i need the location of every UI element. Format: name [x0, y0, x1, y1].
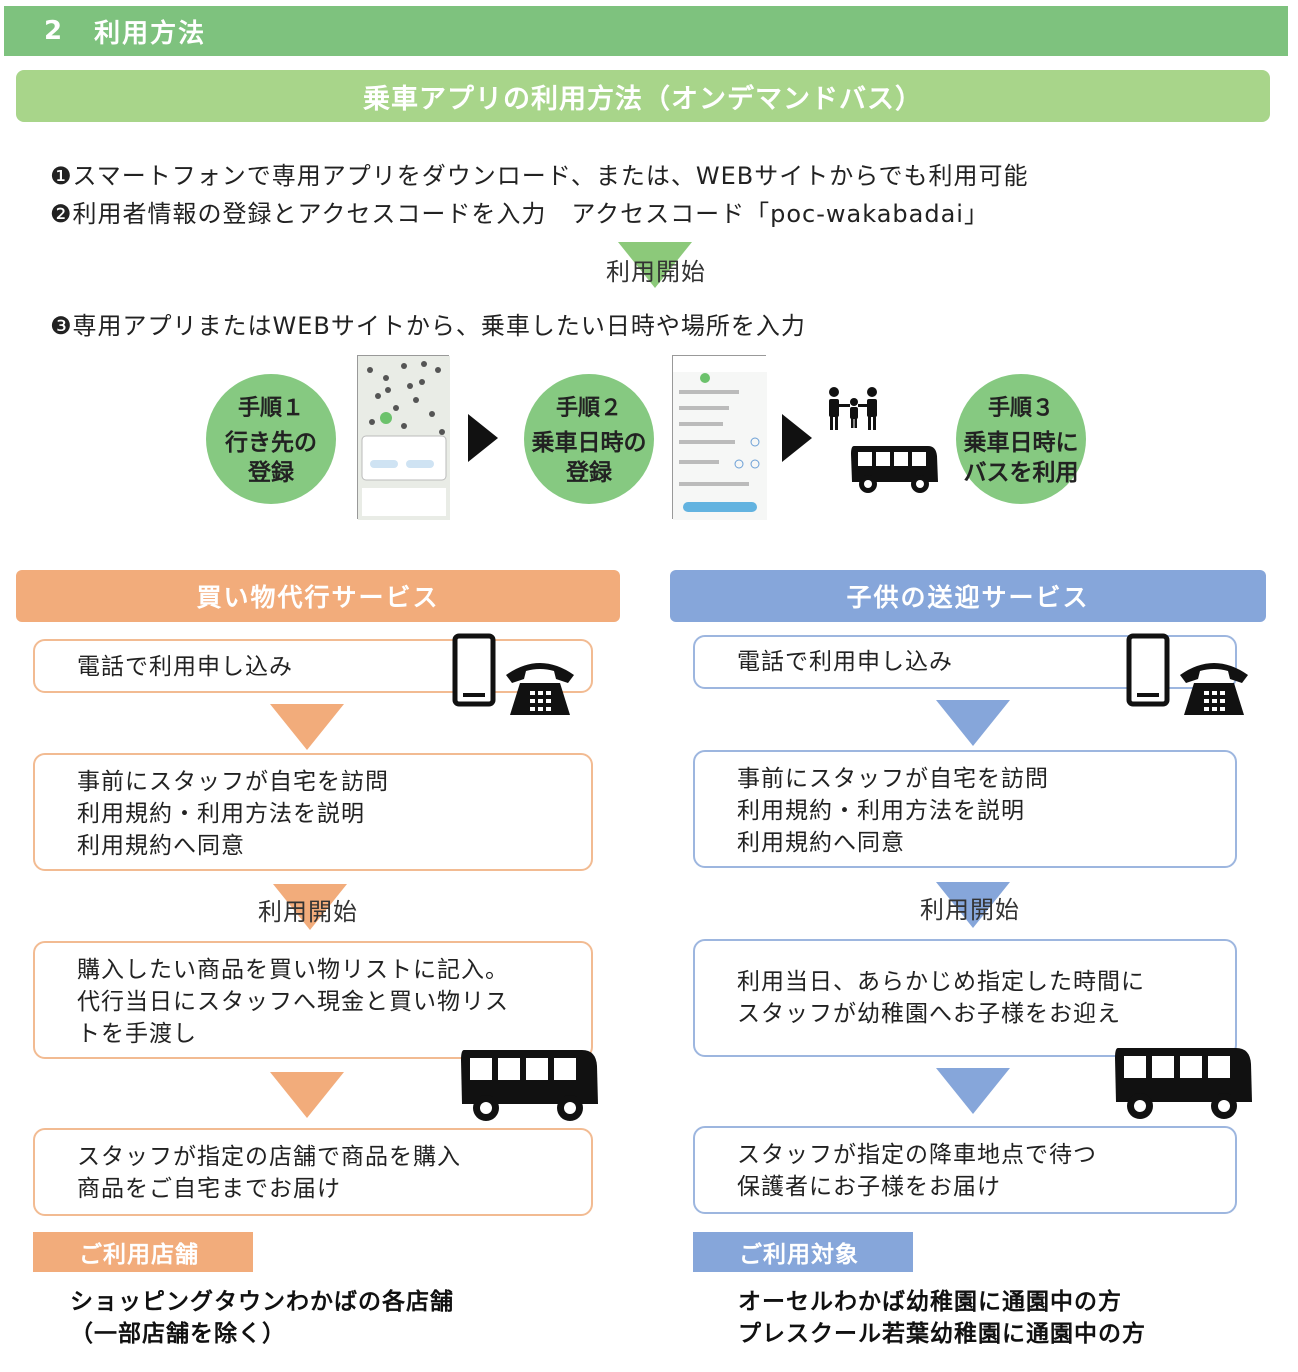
arrow-down-icon	[936, 882, 1010, 928]
arrow-right-icon	[468, 414, 498, 462]
bus-icon	[461, 1050, 598, 1121]
arrow-down-icon	[273, 884, 347, 930]
arrow-down-icon	[270, 704, 344, 750]
shopping-target-line-1: ショッピングタウンわかばの各店舗	[70, 1289, 454, 1315]
children-target-line-1: オーセルわかば幼稚園に通園中の方	[738, 1289, 1122, 1315]
arrow-down-icon	[618, 242, 692, 288]
shopping-box-list: 購入したい商品を買い物リストに記入。 代行当日にスタッフへ現金と買い物リス トを…	[33, 941, 593, 1059]
shopping-start-label: 利用開始	[258, 898, 358, 926]
procedure-3-circle: 手順３ 乗車日時に バスを利用	[956, 374, 1086, 504]
children-box-deliver: スタッフが指定の降車地点で待つ 保護者にお子様をお届け	[693, 1126, 1237, 1214]
step-1-text: ❶スマートフォンで専用アプリをダウンロード、または、WEBサイトからでも利用可能	[50, 162, 1029, 190]
shopping-target-line-2: （一部店舗を除く）	[70, 1321, 286, 1347]
step-2-text: ❷利用者情報の登録とアクセスコードを入力 アクセスコード「poc-wakabad…	[50, 200, 989, 228]
children-target-line-2: プレスクール若葉幼稚園に通園中の方	[738, 1321, 1146, 1347]
procedure-1-text-a: 行き先の	[225, 430, 317, 456]
children-service-header: 子供の送迎サービス	[670, 570, 1266, 622]
arrow-down-icon	[270, 1072, 344, 1118]
procedure-2-text-b: 登録	[566, 460, 612, 486]
procedure-2-circle: 手順２ 乗車日時の 登録	[524, 374, 654, 504]
start-label: 利用開始	[606, 258, 706, 286]
shopping-box-deliver: スタッフが指定の店舗で商品を購入 商品をご自宅までお届け	[33, 1128, 593, 1216]
section-number: 2	[44, 16, 65, 46]
step-3-text: ❸専用アプリまたはWEBサイトから、乗車したい日時や場所を入力	[50, 312, 806, 340]
booking-screen-icon	[673, 356, 767, 520]
arrow-down-icon	[936, 700, 1010, 746]
mobile-phone-icon	[1126, 633, 1170, 707]
procedure-3-text-b: バスを利用	[963, 460, 1079, 486]
shopping-stores-tag: ご利用店舗	[33, 1232, 253, 1272]
telephone-icon	[506, 663, 574, 715]
section-title: 利用方法	[94, 18, 207, 49]
family-icon	[829, 387, 877, 430]
children-start-label: 利用開始	[920, 896, 1020, 924]
map-screen-icon	[358, 356, 450, 520]
children-target-tag: ご利用対象	[693, 1232, 913, 1272]
procedure-1-text-b: 登録	[248, 460, 294, 486]
shopping-box-visit: 事前にスタッフが自宅を訪問 利用規約・利用方法を説明 利用規約へ同意	[33, 753, 593, 871]
section-header: 2 利用方法	[4, 6, 1288, 56]
children-box-pickup: 利用当日、あらかじめ指定した時間に スタッフが幼稚園へお子様をお迎え	[693, 939, 1237, 1057]
bus-icon	[1115, 1048, 1252, 1119]
procedure-2-label: 手順２	[555, 396, 622, 421]
shopping-service-header: 買い物代行サービス	[16, 570, 620, 622]
app-booking-screenshot	[672, 355, 767, 520]
app-map-screenshot	[357, 355, 450, 520]
children-box-visit: 事前にスタッフが自宅を訪問 利用規約・利用方法を説明 利用規約へ同意	[693, 750, 1237, 868]
shopping-box-apply: 電話で利用申し込み	[33, 639, 593, 693]
procedure-3-label: 手順３	[987, 396, 1054, 421]
arrow-down-icon	[936, 1068, 1010, 1114]
procedure-2-text-a: 乗車日時の	[531, 430, 647, 456]
bus-icon	[851, 446, 938, 493]
arrow-right-icon	[782, 414, 812, 462]
procedure-1-circle: 手順１ 行き先の 登録	[206, 374, 336, 504]
procedure-1-label: 手順１	[237, 396, 304, 421]
telephone-icon	[1180, 663, 1248, 715]
mobile-phone-icon	[452, 633, 496, 707]
app-usage-title: 乗車アプリの利用方法（オンデマンドバス）	[16, 70, 1270, 122]
procedure-3-text-a: 乗車日時に	[963, 430, 1079, 456]
